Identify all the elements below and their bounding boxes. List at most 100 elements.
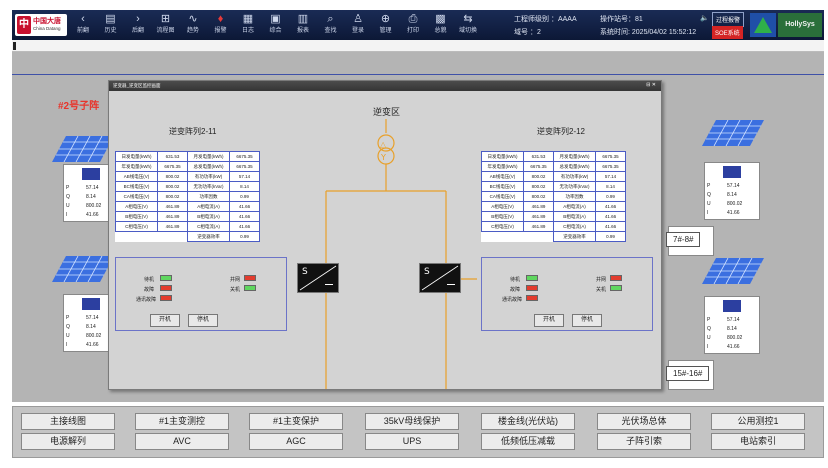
grid-on-indicator (610, 275, 622, 281)
table-label-cell: B相电压(V) (481, 211, 524, 222)
nav-button[interactable]: 楼金线(光伏站) (481, 413, 575, 430)
nav-button[interactable]: 子阵引索 (597, 433, 691, 450)
table-value-cell: 461.89 (157, 211, 188, 222)
array-label-15-16[interactable]: 15#-16# (666, 366, 710, 381)
transformer-winding-icon (377, 134, 395, 152)
toolbar-label: 趋势 (186, 28, 199, 34)
toolbar-label: 报表 (296, 28, 309, 34)
grid-on-label: 并网 (230, 277, 241, 283)
table-label-cell: 总发电量(kWh) (187, 161, 230, 172)
start-button[interactable]: 开机 (534, 314, 564, 327)
table-label-cell: A相电压(V) (115, 201, 158, 212)
stop-button[interactable]: 停机 (188, 314, 218, 327)
process-alarm-button[interactable]: 过程报警 (712, 12, 745, 27)
stop-button[interactable]: 停机 (572, 314, 602, 327)
nav-button[interactable]: AVC (135, 433, 229, 450)
table-label-cell: A相电流(A) (187, 201, 230, 212)
table-value-cell: 41.66 (595, 201, 626, 212)
nav-button[interactable]: 主接线图 (21, 413, 115, 430)
table-label-cell: 逆变器效率 (187, 231, 230, 242)
toolbar-button[interactable]: ‹前翻 (70, 12, 96, 38)
soe-button[interactable]: SOE系统 (712, 26, 743, 39)
nav-button[interactable]: 低频低压减载 (481, 433, 575, 450)
standby-indicator (526, 275, 538, 281)
toolbar-label: 查找 (324, 28, 337, 34)
table-label-cell: 日发电量(kWh) (115, 151, 158, 162)
speaker-icon[interactable]: 🔈 (700, 15, 709, 22)
dialog-window-controls[interactable]: ⊟ ✕ (646, 82, 656, 88)
i-value: 41.66 (86, 212, 99, 218)
toolbar-button[interactable]: ⌕查找 (318, 12, 344, 38)
table-value-cell: 0.99 (595, 191, 626, 202)
table-value-cell: 461.89 (523, 211, 554, 222)
table-value-cell: 6675.35 (595, 161, 626, 172)
toolbar-button[interactable]: ▥报表 (290, 12, 316, 38)
table-label-cell: AB线电压(V) (481, 171, 524, 182)
u-value: 800.02 (86, 203, 102, 209)
nav-button[interactable]: #1主变保护 (249, 413, 343, 430)
nav-button[interactable]: #1主变测控 (135, 413, 229, 430)
table-value-cell: 800.02 (157, 191, 188, 202)
toolbar-label: 域切换 (458, 28, 477, 34)
inverter-area-dialog[interactable]: 逆变器_逆变区监控画面 ⊟ ✕ 逆变区 逆变阵列2-11 逆变阵列2-12 日发… (108, 80, 662, 390)
nav-button[interactable]: 35kV母线保护 (365, 413, 459, 430)
table-value-cell: 8.14 (229, 181, 260, 192)
table-value-cell: 41.66 (229, 201, 260, 212)
start-button[interactable]: 开机 (150, 314, 180, 327)
nav-button[interactable]: AGC (249, 433, 343, 450)
toolbar-icon: › (136, 13, 140, 25)
toolbar-button[interactable]: ♦报警 (208, 12, 234, 38)
toolbar-button[interactable]: ⊕管理 (373, 12, 399, 38)
inverter-s-label: S (424, 267, 430, 277)
delta-symbol-icon: △ (380, 140, 387, 149)
toolbar-button[interactable]: ⊞流程图 (153, 12, 179, 38)
toolbar-button[interactable]: ›后翻 (125, 12, 151, 38)
array-label-7-8[interactable]: 7#-8# (666, 232, 701, 247)
p-value: 57.14 (727, 317, 740, 323)
toolbar-icon: ▦ (242, 13, 254, 25)
table-label-cell: A相电流(A) (553, 201, 596, 212)
table-label-cell: B相电流(A) (187, 211, 230, 222)
toolbar-button[interactable]: ⎙打印 (400, 12, 426, 38)
u-label: U (707, 201, 711, 207)
toolbar-button[interactable]: ♙登录 (345, 12, 371, 38)
standby-label: 待机 (144, 277, 155, 283)
toolbar-button[interactable]: ▣综合 (263, 12, 289, 38)
toolbar-label: 综合 (269, 28, 282, 34)
solar-panel-icon (52, 136, 114, 162)
right-inverter-icon[interactable]: S (419, 263, 461, 293)
nav-button[interactable]: 光伏场总体 (597, 413, 691, 430)
i-value: 41.66 (86, 342, 99, 348)
table-value-cell: 6675.35 (157, 161, 188, 172)
table-label-cell: 日发电量(kWh) (481, 151, 524, 162)
toolbar-button[interactable]: ▩总貌 (428, 12, 454, 38)
table-label-cell: 月发电量(kWh) (187, 151, 230, 162)
dialog-title-bar[interactable]: 逆变器_逆变区监控画面 ⊟ ✕ (109, 81, 661, 91)
toolbar-button[interactable]: ▦日志 (235, 12, 261, 38)
nav-button[interactable]: 公用测控1 (711, 413, 805, 430)
shutdown-label: 关机 (596, 287, 607, 293)
nav-button[interactable]: UPS (365, 433, 459, 450)
table-value-cell: 461.89 (157, 201, 188, 212)
left-inverter-icon[interactable]: S (297, 263, 339, 293)
u-value: 800.02 (727, 201, 743, 207)
toolbar-button[interactable]: ⇆域切换 (455, 12, 481, 38)
subarray-title: #2号子阵 (58, 101, 100, 112)
star-symbol-icon: Y (380, 153, 386, 162)
toolbar-button[interactable]: ▤历史 (98, 12, 124, 38)
nav-button[interactable]: 电源解列 (21, 433, 115, 450)
table-value-cell: 57.14 (595, 171, 626, 182)
toolbar-button[interactable]: ∿趋势 (180, 12, 206, 38)
i-label: I (66, 342, 68, 348)
nav-button[interactable]: 电站索引 (711, 433, 805, 450)
